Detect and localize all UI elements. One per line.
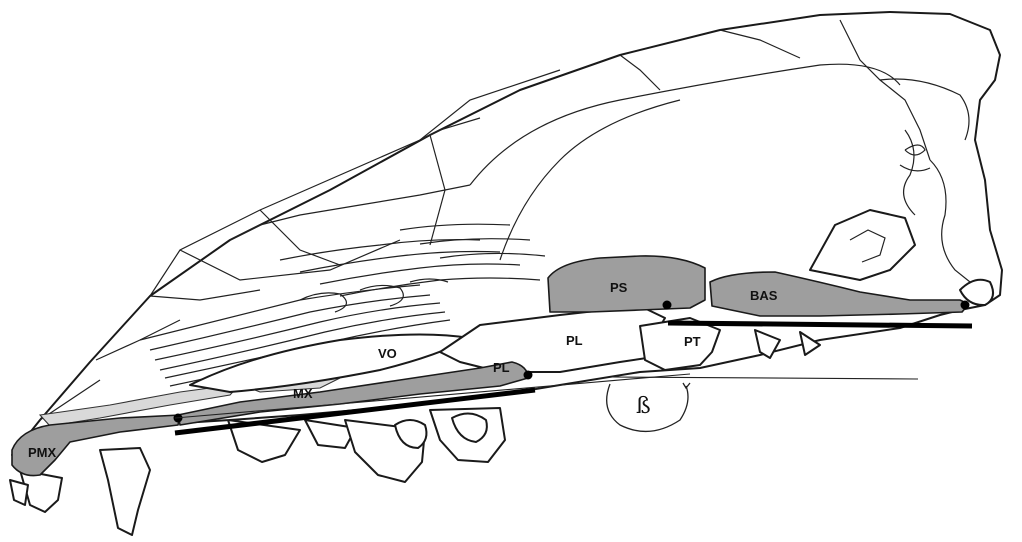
cranial-base-line xyxy=(668,323,972,326)
label-pl-posterior: PL xyxy=(566,333,583,348)
landmark-palatine xyxy=(524,371,533,380)
landmark-presphenoid xyxy=(663,301,672,310)
label-pmx: PMX xyxy=(28,445,57,460)
label-ps: PS xyxy=(610,280,628,295)
label-pl-anterior: PL xyxy=(493,360,510,375)
label-pt: PT xyxy=(684,334,701,349)
label-vo: VO xyxy=(378,346,397,361)
landmark-basion xyxy=(961,301,970,310)
label-bas: BAS xyxy=(750,288,778,303)
label-mx: MX xyxy=(293,386,313,401)
label-angle-beta: ß xyxy=(636,394,651,419)
cranial-extension-line xyxy=(612,377,918,379)
